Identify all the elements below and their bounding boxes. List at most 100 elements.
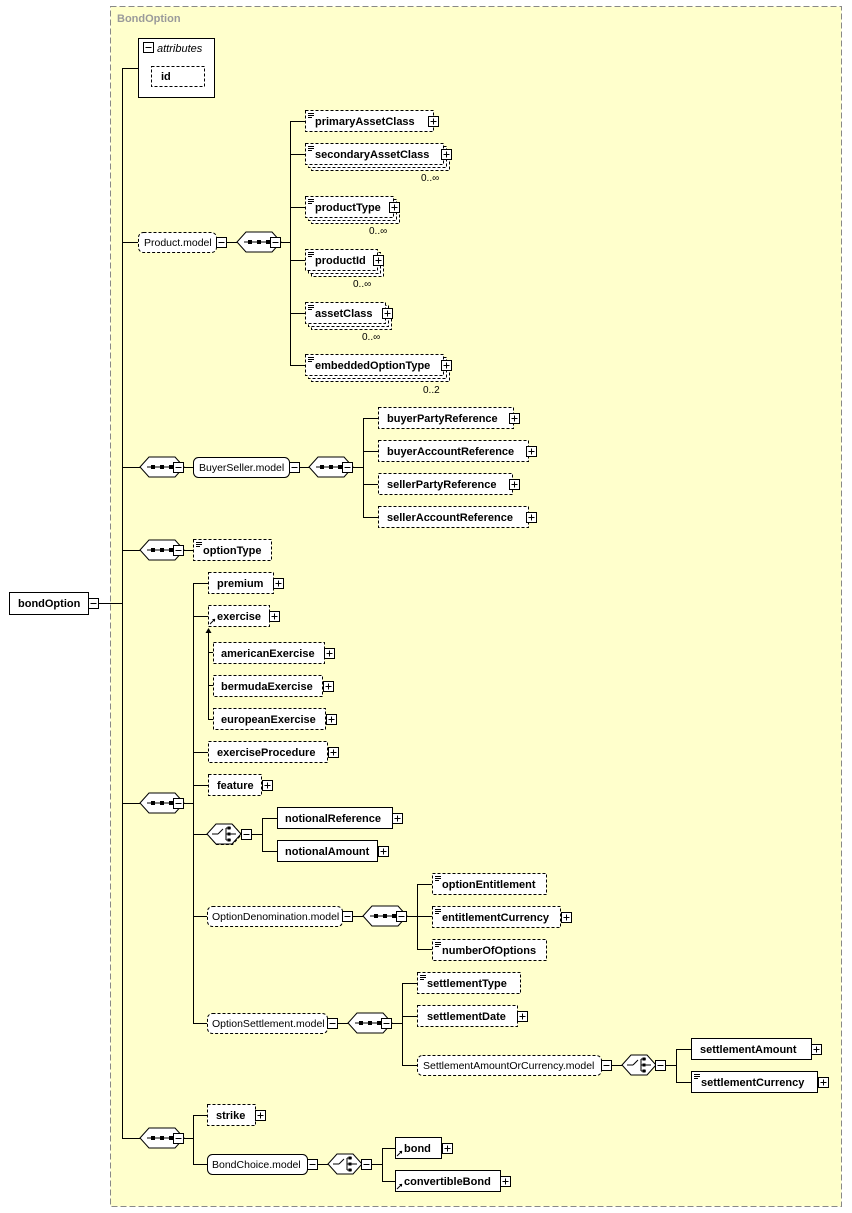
element-settlementAmount[interactable]: settlementAmount [691, 1038, 812, 1060]
expand-icon[interactable] [326, 714, 337, 725]
group-buyerseller-model[interactable]: BuyerSeller.model [193, 457, 290, 478]
collapse-icon[interactable] [601, 1060, 612, 1071]
expand-icon[interactable] [382, 308, 393, 319]
cardinality: 0..2 [423, 385, 440, 396]
element-productId[interactable]: productId [305, 249, 384, 277]
element-optionEntitlement[interactable]: optionEntitlement [432, 873, 547, 895]
element-label: assetClass [315, 308, 373, 320]
expand-icon[interactable] [526, 446, 537, 457]
element-exercise[interactable]: exercise [208, 605, 270, 627]
collapse-icon[interactable] [173, 545, 184, 556]
collapse-icon[interactable] [241, 829, 252, 840]
element-sellerPartyReference[interactable]: sellerPartyReference [378, 473, 513, 495]
expand-icon[interactable] [269, 611, 280, 622]
substitution-arrow-icon [205, 628, 212, 633]
expand-icon[interactable] [262, 780, 273, 791]
expand-icon[interactable] [441, 149, 452, 160]
root-label: bondOption [18, 598, 81, 610]
element-label: sellerAccountReference [387, 512, 513, 524]
element-embeddedOptionType[interactable]: embeddedOptionType [305, 354, 450, 382]
element-americanExercise[interactable]: americanExercise [213, 642, 325, 664]
expand-icon[interactable] [500, 1176, 511, 1187]
element-label: settlementDate [427, 1011, 506, 1023]
element-buyerPartyReference[interactable]: buyerPartyReference [378, 407, 514, 429]
attribute-id[interactable] [151, 66, 205, 87]
expand-icon[interactable] [389, 202, 400, 213]
collapse-icon[interactable] [173, 1133, 184, 1144]
collapse-icon[interactable] [342, 911, 353, 922]
element-europeanExercise[interactable]: europeanExercise [213, 708, 326, 730]
group-label: SettlementAmountOrCurrency.model [423, 1060, 594, 1072]
collapse-icon[interactable] [216, 237, 227, 248]
collapse-icon[interactable] [381, 1018, 392, 1029]
group-bondchoice-model[interactable]: BondChoice.model [207, 1154, 308, 1175]
element-secondaryAssetClass[interactable]: secondaryAssetClass [305, 143, 450, 171]
element-label: optionType [203, 545, 261, 557]
expand-icon[interactable] [392, 813, 403, 824]
element-label: strike [216, 1110, 245, 1122]
expand-icon[interactable] [509, 479, 520, 490]
group-product-model[interactable]: Product.model [138, 232, 217, 253]
expand-icon[interactable] [378, 846, 389, 857]
collapse-icon[interactable] [289, 462, 300, 473]
element-productType[interactable]: productType [305, 196, 400, 224]
collapse-icon[interactable] [270, 237, 281, 248]
group-settlementamountorcurrency-model[interactable]: SettlementAmountOrCurrency.model [417, 1055, 602, 1076]
expand-icon[interactable] [811, 1044, 822, 1055]
element-label: buyerPartyReference [387, 413, 498, 425]
element-primaryAssetClass[interactable]: primaryAssetClass [305, 110, 434, 132]
expand-icon[interactable] [442, 1143, 453, 1154]
element-assetClass[interactable]: assetClass [305, 302, 392, 330]
element-strike[interactable]: strike [207, 1104, 256, 1126]
collapse-icon[interactable] [143, 42, 154, 53]
element-bond[interactable]: bond [395, 1137, 442, 1159]
element-exerciseProcedure[interactable]: exerciseProcedure [208, 741, 328, 763]
group-optionsettlement-model[interactable]: OptionSettlement.model [207, 1013, 328, 1034]
expand-icon[interactable] [324, 648, 335, 659]
expand-icon[interactable] [517, 1011, 528, 1022]
collapse-icon[interactable] [173, 462, 184, 473]
element-convertibleBond[interactable]: convertibleBond [395, 1170, 501, 1192]
element-settlementCurrency[interactable]: settlementCurrency [691, 1071, 818, 1093]
element-notionalReference[interactable]: notionalReference [277, 807, 393, 829]
collapse-icon[interactable] [327, 1018, 338, 1029]
expand-icon[interactable] [373, 255, 384, 266]
expand-icon[interactable] [328, 747, 339, 758]
expand-icon[interactable] [428, 116, 439, 127]
collapse-icon[interactable] [655, 1060, 666, 1071]
element-label: notionalReference [285, 813, 381, 825]
cardinality: 0..∞ [369, 226, 387, 237]
element-optionType[interactable]: optionType [193, 539, 272, 561]
expand-icon[interactable] [323, 681, 334, 692]
collapse-icon[interactable] [361, 1159, 372, 1170]
cardinality: 0..∞ [362, 332, 380, 343]
expand-icon[interactable] [509, 413, 520, 424]
element-sellerAccountReference[interactable]: sellerAccountReference [378, 506, 529, 528]
collapse-icon[interactable] [173, 798, 184, 809]
element-settlementDate[interactable]: settlementDate [417, 1005, 518, 1027]
collapse-icon[interactable] [342, 462, 353, 473]
attributes-label: attributes [157, 43, 203, 55]
collapse-icon[interactable] [88, 598, 99, 609]
element-premium[interactable]: premium [208, 572, 274, 594]
element-buyerAccountReference[interactable]: buyerAccountReference [378, 440, 529, 462]
element-bermudaExercise[interactable]: bermudaExercise [213, 675, 323, 697]
root-element-bondoption[interactable]: bondOption [9, 592, 89, 615]
element-settlementType[interactable]: settlementType [417, 972, 521, 994]
element-feature[interactable]: feature [208, 774, 262, 796]
expand-icon[interactable] [255, 1110, 266, 1121]
expand-icon[interactable] [818, 1077, 829, 1088]
collapse-icon[interactable] [396, 911, 407, 922]
element-label: embeddedOptionType [315, 360, 430, 372]
expand-icon[interactable] [441, 360, 452, 371]
element-entitlementCurrency[interactable]: entitlementCurrency [432, 906, 561, 928]
group-label: OptionSettlement.model [212, 1018, 325, 1030]
group-optiondenomination-model[interactable]: OptionDenomination.model [207, 906, 343, 927]
element-notionalAmount[interactable]: notionalAmount [277, 840, 378, 862]
expand-icon[interactable] [526, 512, 537, 523]
element-numberOfOptions[interactable]: numberOfOptions [432, 939, 547, 961]
expand-icon[interactable] [273, 578, 284, 589]
expand-icon[interactable] [561, 912, 572, 923]
collapse-icon[interactable] [307, 1159, 318, 1170]
attributes-box: attributes id [138, 38, 215, 98]
